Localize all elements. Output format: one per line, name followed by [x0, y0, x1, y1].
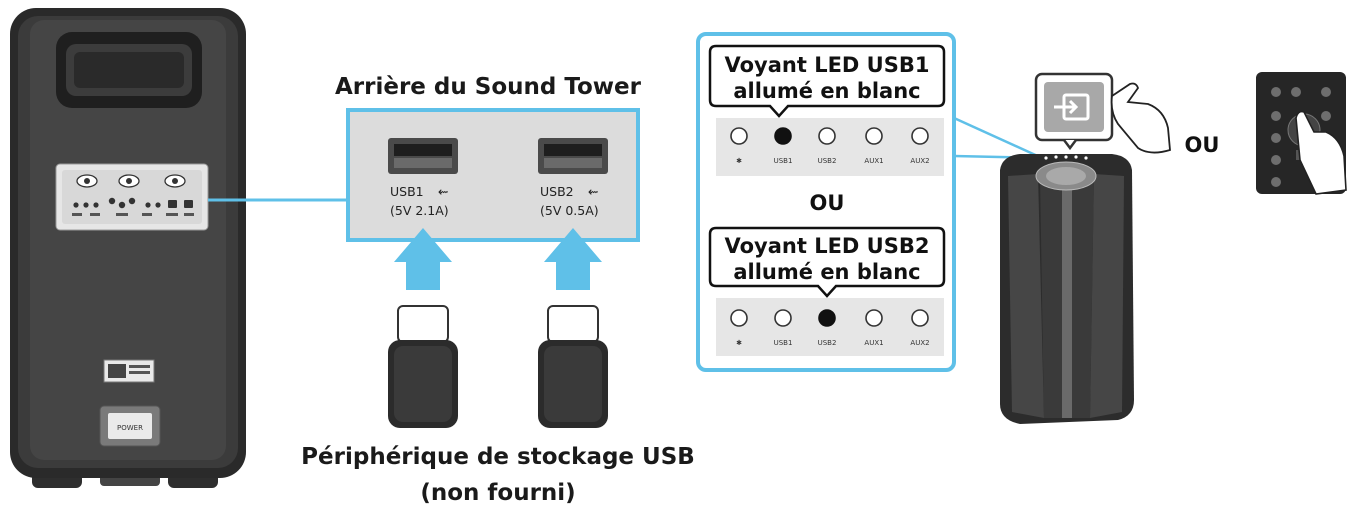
insert-arrows: [394, 228, 602, 290]
led-usb2-callout: Voyant LED USB2 allumé en blanc: [708, 226, 946, 298]
power-socket: POWER: [99, 405, 161, 447]
indicator-label-aux1: AUX1: [864, 157, 883, 165]
indicator-label-usb2: USB2: [818, 339, 837, 347]
arrow-up-icon: [544, 228, 602, 290]
usb1-led-active: [774, 127, 792, 145]
bluetooth-led: [730, 309, 748, 327]
usb1-led: [774, 309, 792, 327]
usb-storage-device-1: [388, 305, 458, 428]
usb1-port-spec: (5V 2.1A): [390, 203, 449, 218]
sound-tower-rear: POWER: [10, 8, 246, 488]
indicator-label-aux2: AUX2: [910, 157, 929, 165]
indicator-label-aux1: AUX1: [864, 339, 883, 347]
led-usb2-callout-line2: allumé en blanc: [733, 260, 920, 284]
rear-connector-panel: [55, 163, 209, 231]
usb2-led: [818, 127, 836, 145]
led-usb2-callout-line1: Voyant LED USB2: [725, 234, 930, 258]
indicator-label-usb2: USB2: [818, 157, 837, 165]
indicator-label-aux2: AUX2: [910, 339, 929, 347]
usb2-led-active: [818, 309, 836, 327]
arrow-up-icon: [394, 228, 452, 290]
aux2-led: [911, 127, 929, 145]
usb2-port-name: USB2: [540, 184, 574, 199]
led-or-label: OU: [810, 191, 845, 215]
usb-symbol-icon: ⇜: [588, 184, 598, 199]
power-label: POWER: [117, 424, 143, 432]
indicator-label-usb1: USB1: [774, 157, 793, 165]
bluetooth-icon: ✱: [736, 157, 742, 165]
usb2-port-spec: (5V 0.5A): [540, 203, 599, 218]
pointing-hand-icon: [1295, 110, 1347, 195]
led-indicator-row-usb1: ✱ USB1 USB2 AUX1 AUX2: [716, 118, 944, 176]
source-input-icon: [1054, 93, 1090, 121]
usb2-port: USB2 ⇜ (5V 0.5A): [538, 138, 608, 218]
pointing-hand-icon: [1110, 82, 1171, 154]
source-button-callout: [1034, 72, 1171, 154]
aux1-led: [865, 309, 883, 327]
indicator-label-usb1: USB1: [774, 339, 793, 347]
led-usb1-callout: Voyant LED USB1 allumé en blanc: [708, 44, 946, 118]
led-usb1-callout-line2: allumé en blanc: [733, 79, 920, 103]
aux1-led: [865, 127, 883, 145]
bluetooth-led: [730, 127, 748, 145]
led-connector-lines: [953, 116, 1043, 160]
usb1-port-name: USB1: [390, 184, 424, 199]
led-usb1-callout-line1: Voyant LED USB1: [725, 53, 930, 77]
speaker-or-label: OU: [1185, 133, 1220, 157]
usb-storage-device-2: [538, 305, 608, 428]
rear-panel-title: Arrière du Sound Tower: [335, 74, 642, 100]
storage-label-note: (non fourni): [420, 480, 575, 506]
usb1-port: USB1 ⇜ (5V 2.1A): [388, 138, 458, 218]
sound-tower-front: [1000, 154, 1134, 424]
bluetooth-icon: ✱: [736, 339, 742, 347]
remote-control-icon: [1256, 72, 1347, 195]
storage-label: Périphérique de stockage USB: [301, 444, 695, 470]
led-indicator-row-usb2: ✱ USB1 USB2 AUX1 AUX2: [716, 298, 944, 356]
led-indicator-panel: Voyant LED USB1 allumé en blanc ✱ USB1 U…: [696, 32, 956, 372]
aux2-led: [911, 309, 929, 327]
usb-ports-zoom-box: USB1 ⇜ (5V 2.1A) USB2 ⇜ (5V 0.5A): [346, 108, 640, 242]
usb-symbol-icon: ⇜: [438, 184, 448, 199]
